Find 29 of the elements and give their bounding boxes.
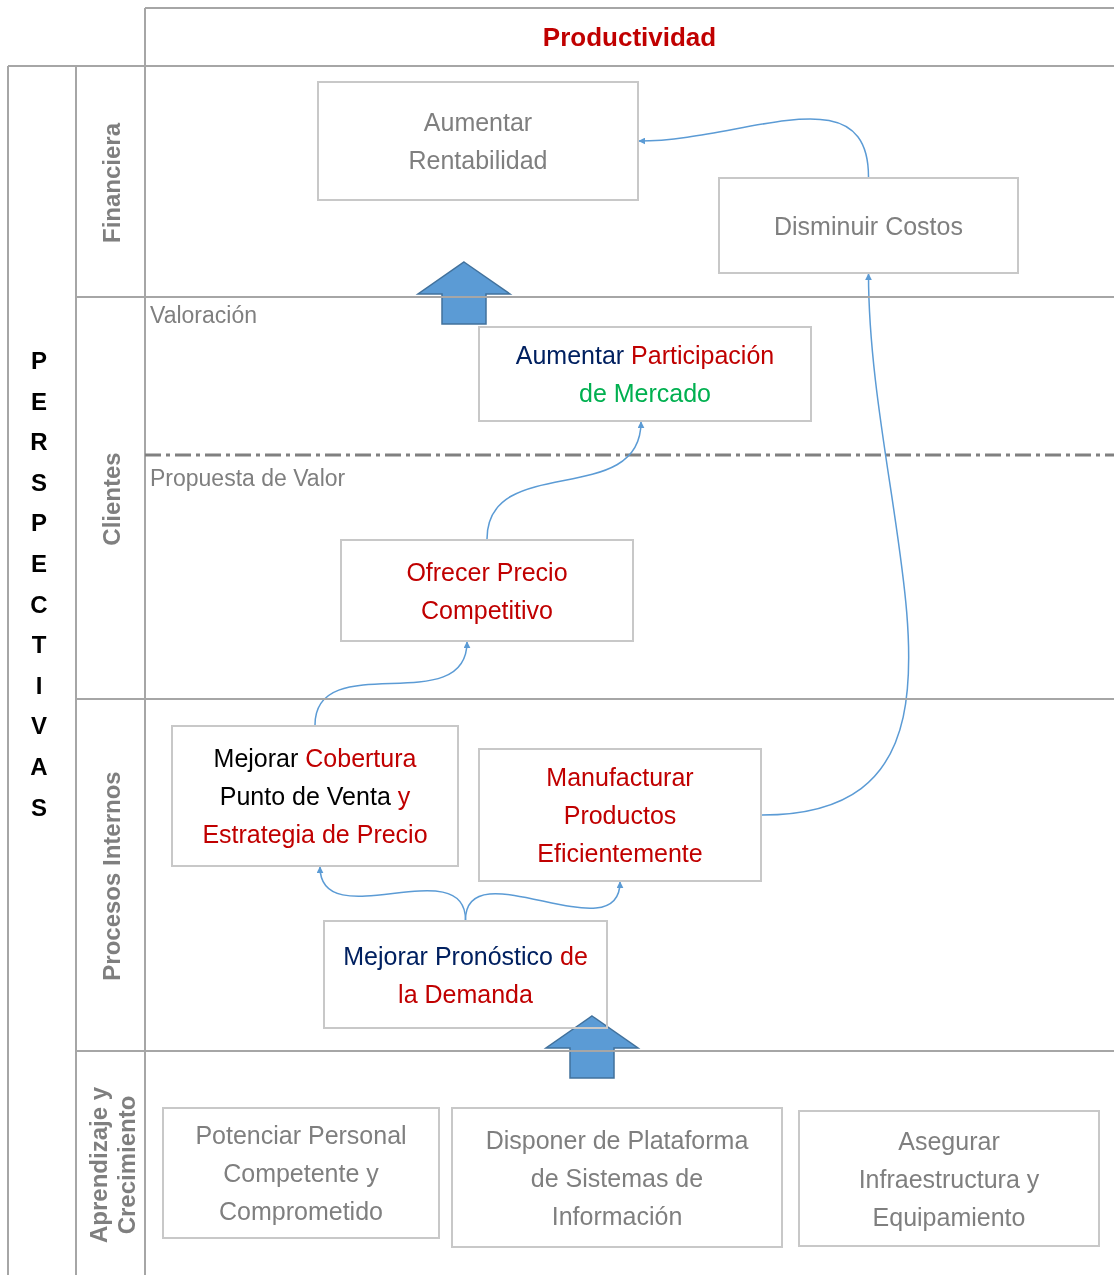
band-label: Procesos Internos bbox=[97, 771, 126, 981]
objective-box: Aumentar Participación de Mercado bbox=[478, 326, 812, 422]
objective-box: Disminuir Costos bbox=[718, 177, 1019, 274]
section-label: Valoración bbox=[150, 302, 257, 329]
band-label: Aprendizaje y Crecimiento bbox=[85, 1085, 141, 1245]
vertical-heading: PERSPECTIVAS bbox=[30, 346, 48, 823]
objective-box: Mejorar Cobertura Punto de Venta y Estrategia de Precio bbox=[171, 725, 459, 867]
block-arrow bbox=[543, 1015, 641, 1079]
arrow bbox=[464, 881, 623, 921]
header-title: Productividad bbox=[542, 21, 717, 53]
objective-box: Ofrecer Precio Competitivo bbox=[340, 539, 634, 642]
perspective-band bbox=[75, 1050, 1114, 1275]
perspective-band bbox=[75, 698, 1114, 1050]
arrow bbox=[638, 118, 870, 178]
section-label: Propuesta de Valor bbox=[150, 465, 346, 492]
arrow bbox=[761, 273, 910, 816]
arrow bbox=[314, 641, 470, 726]
band-label: Financiera bbox=[97, 122, 126, 243]
objective-box: Disponer de Plataforma de Sistemas de Información bbox=[451, 1107, 783, 1248]
arrow bbox=[486, 421, 644, 540]
block-arrow bbox=[415, 261, 513, 325]
band-label: Clientes bbox=[97, 452, 126, 546]
perspective-band bbox=[75, 65, 1114, 296]
objective-box: Manufacturar Productos Eficientemente bbox=[478, 748, 762, 882]
objective-box: Potenciar Personal Competente y Comprometido bbox=[162, 1107, 440, 1239]
perspective-band bbox=[75, 296, 1114, 698]
objective-box: Aumentar Rentabilidad bbox=[317, 81, 639, 201]
objective-box: Mejorar Pronóstico de la Demanda bbox=[323, 920, 608, 1029]
objective-box: Asegurar Infraestructura y Equipamiento bbox=[798, 1110, 1100, 1247]
